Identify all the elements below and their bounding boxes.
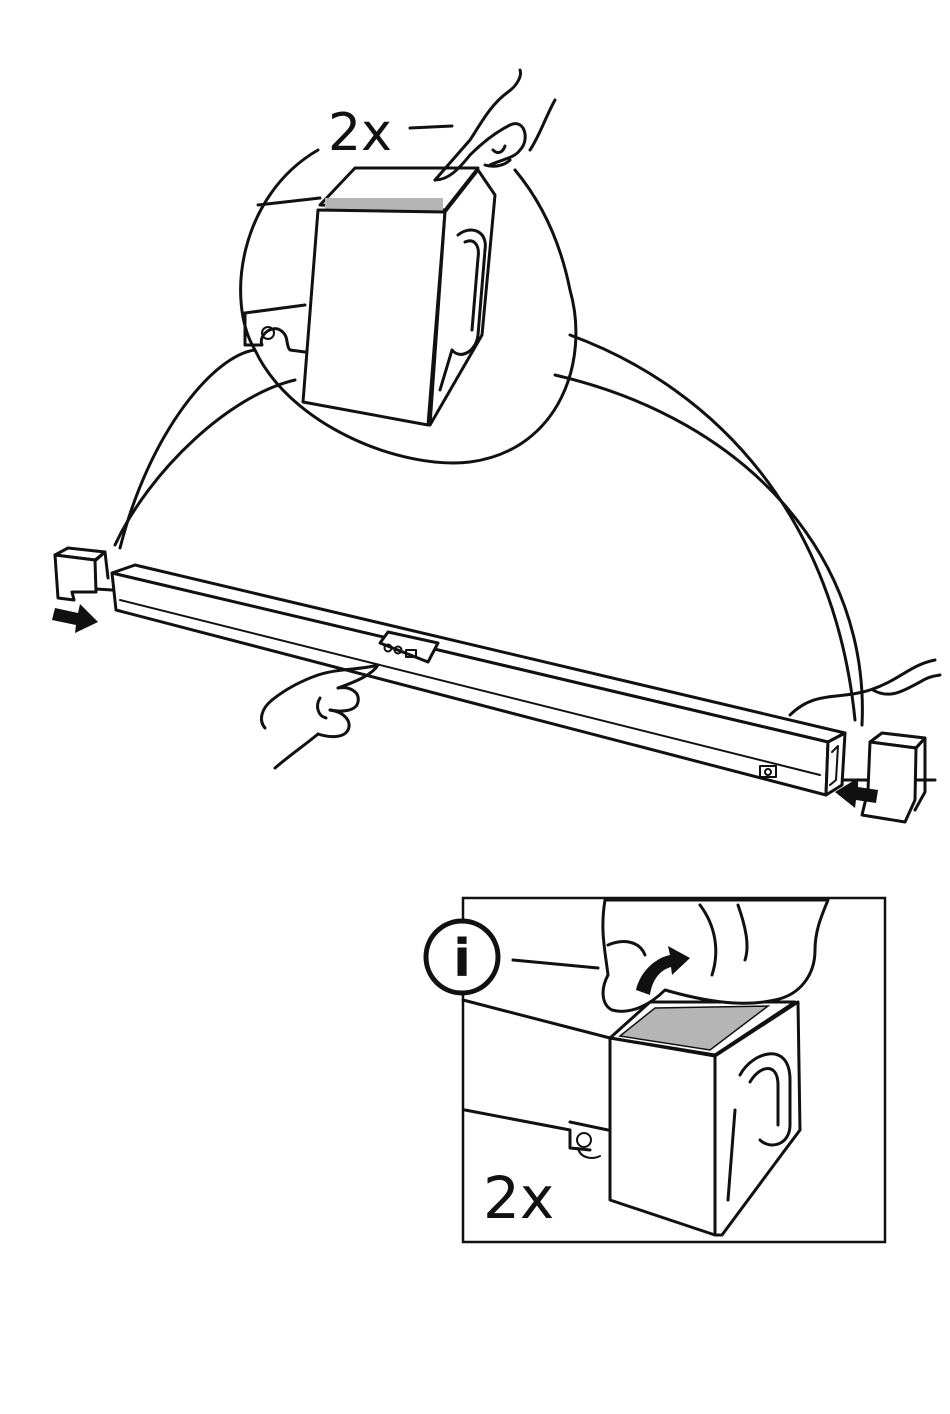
zoom-quantity-label: 2x <box>328 103 392 163</box>
pressing-hand-icon <box>261 665 378 768</box>
info-icon: i <box>426 921 498 993</box>
push-arrow-icon <box>52 604 98 633</box>
main-assembly <box>52 548 940 822</box>
zoom-bar-slot <box>245 313 305 352</box>
callout-arc-left-inner <box>115 380 295 545</box>
zoom-quantity-leader <box>410 126 452 128</box>
callout-arc-left <box>120 350 255 548</box>
info-icon-glyph: i <box>453 929 471 989</box>
zoom-bar-face <box>245 305 305 313</box>
left-clip <box>55 548 108 600</box>
callout-arc-right-inner <box>555 375 862 725</box>
info-quantity-label: 2x <box>483 1164 554 1232</box>
light-bar <box>112 565 845 795</box>
right-clip <box>862 733 925 822</box>
zoom-bracket <box>303 168 495 425</box>
info-panel: i 2x <box>426 898 885 1242</box>
